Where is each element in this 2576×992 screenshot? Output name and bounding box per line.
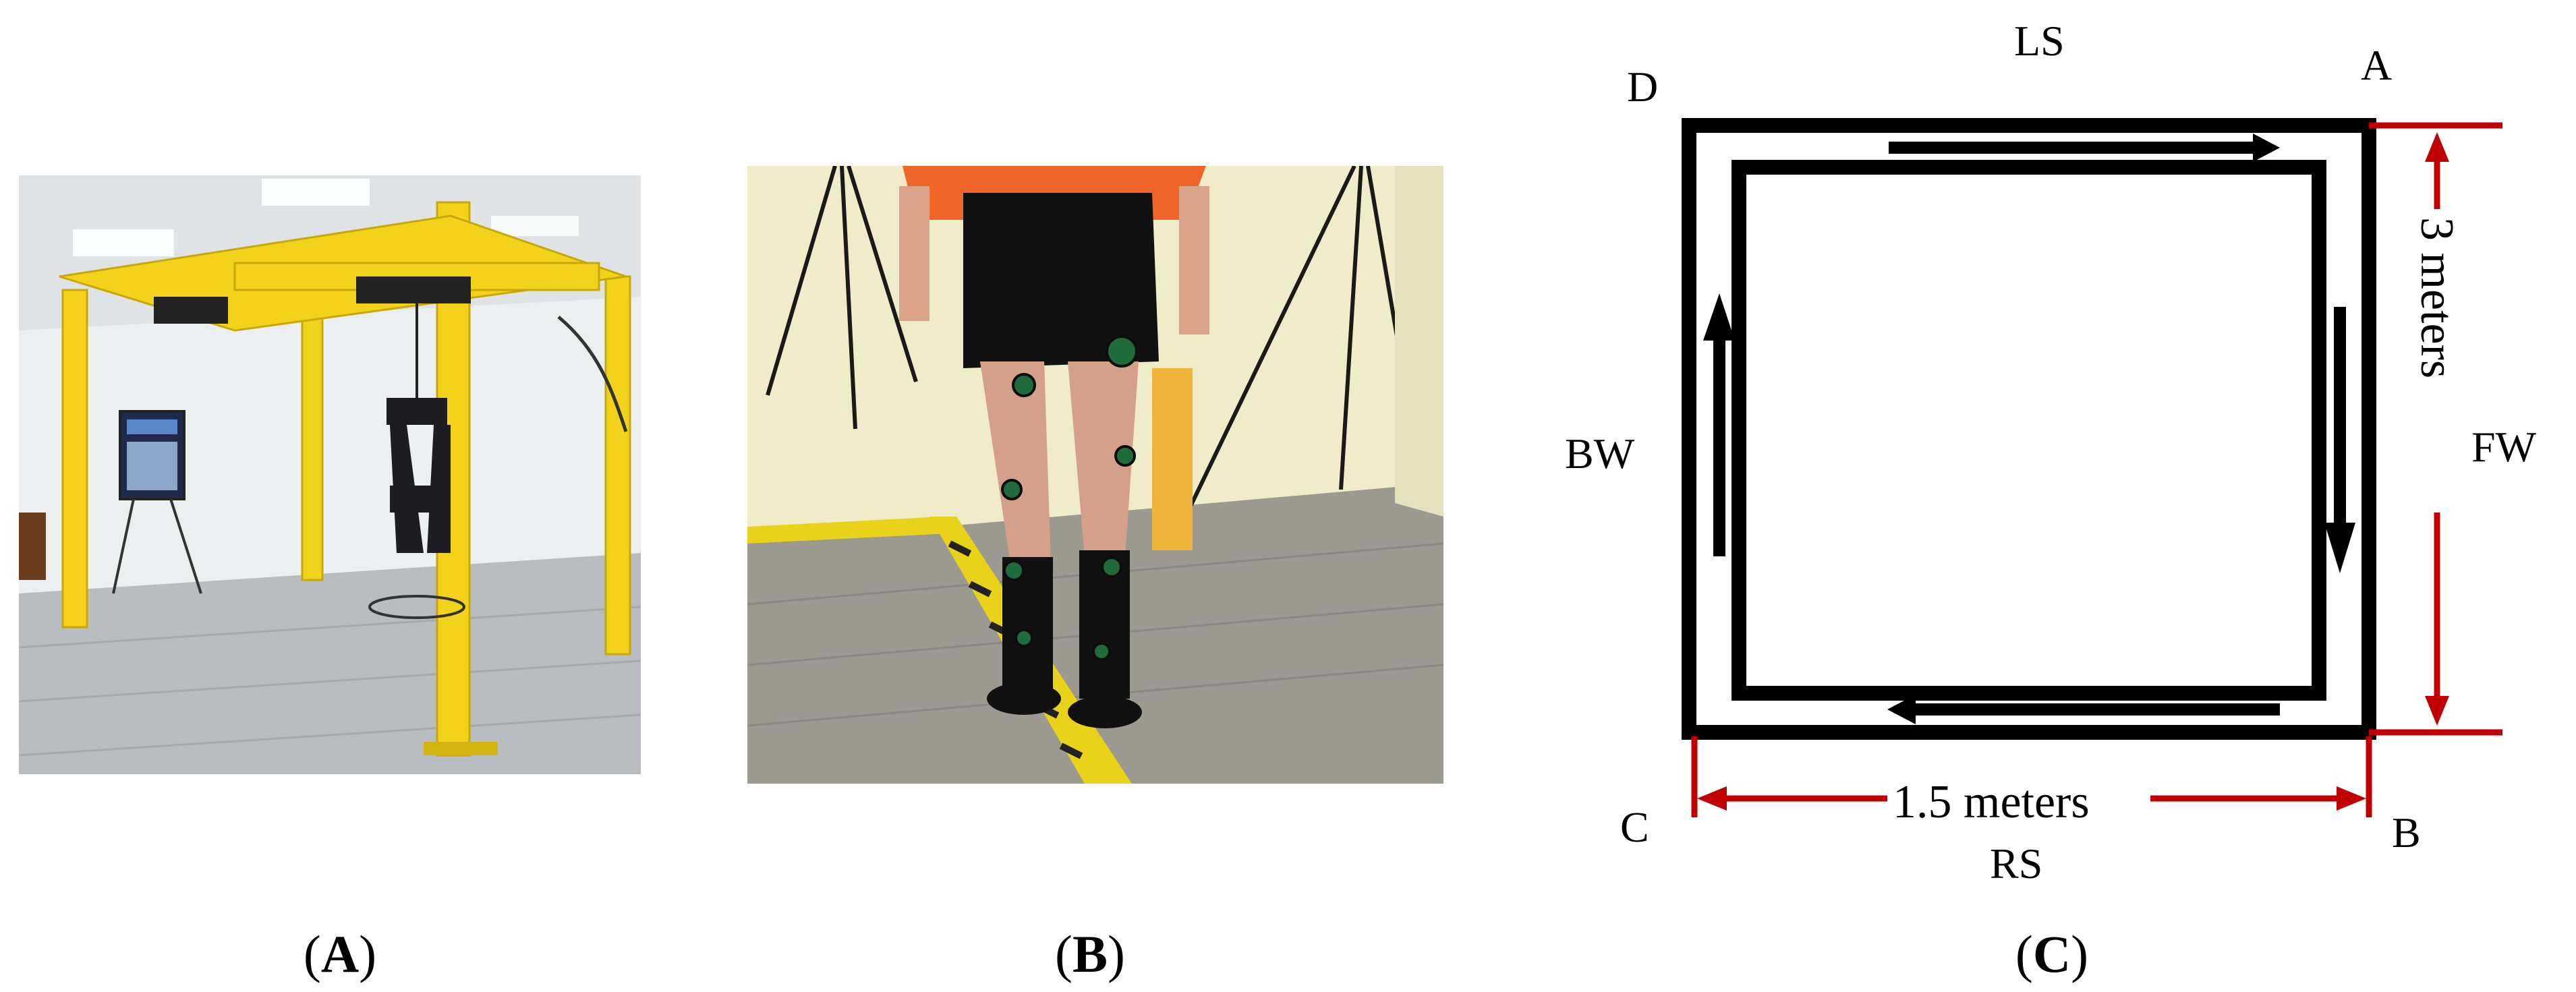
side-label-right: FW bbox=[2471, 423, 2537, 471]
corner-label-c: C bbox=[1620, 803, 1649, 851]
direction-arrow-left bbox=[1703, 293, 1735, 556]
caption-a-close: ) bbox=[359, 925, 377, 983]
direction-arrow-top bbox=[1889, 134, 2280, 162]
track-inner-boundary bbox=[1731, 160, 2326, 701]
caption-c-letter: C bbox=[2032, 925, 2071, 983]
caption-a-letter: A bbox=[320, 925, 360, 983]
photo-overhead-harness-frame bbox=[19, 175, 641, 774]
track-diagram-svg: D A C B LS RS BW FW 1.5 meters 3 meters bbox=[1565, 17, 2537, 887]
caption-b-open: ( bbox=[1055, 925, 1072, 983]
caption-a: (A) bbox=[239, 928, 441, 981]
caption-b-close: ) bbox=[1108, 925, 1125, 983]
walking-track-diagram: D A C B LS RS BW FW 1.5 meters 3 meters bbox=[1565, 0, 2576, 904]
track-outer-boundary bbox=[1682, 118, 2376, 740]
harness-frame-illustration bbox=[19, 175, 641, 774]
photo-subject-walking bbox=[747, 166, 1443, 784]
corner-label-a: A bbox=[2361, 41, 2392, 89]
direction-arrow-bottom bbox=[1887, 695, 2280, 724]
side-label-bottom: RS bbox=[1990, 840, 2042, 887]
side-label-left: BW bbox=[1565, 430, 1635, 477]
caption-c: (C) bbox=[1951, 928, 2153, 981]
dimension-label-horizontal: 1.5 meters bbox=[1893, 776, 2090, 828]
direction-arrow-right bbox=[2324, 307, 2355, 573]
corner-label-d: D bbox=[1627, 63, 1658, 111]
caption-b-letter: B bbox=[1072, 925, 1108, 983]
walking-subject-illustration bbox=[747, 166, 1443, 784]
caption-c-close: ) bbox=[2071, 925, 2089, 983]
caption-c-open: ( bbox=[2015, 925, 2033, 983]
side-label-top: LS bbox=[2014, 17, 2065, 65]
corner-label-b: B bbox=[2392, 809, 2421, 856]
caption-a-open: ( bbox=[303, 925, 321, 983]
dimension-vertical-line bbox=[2369, 122, 2502, 736]
dimension-label-vertical: 3 meters bbox=[2411, 217, 2463, 378]
dimension-horizontal-line bbox=[1691, 736, 2372, 817]
caption-b: (B) bbox=[989, 928, 1191, 981]
